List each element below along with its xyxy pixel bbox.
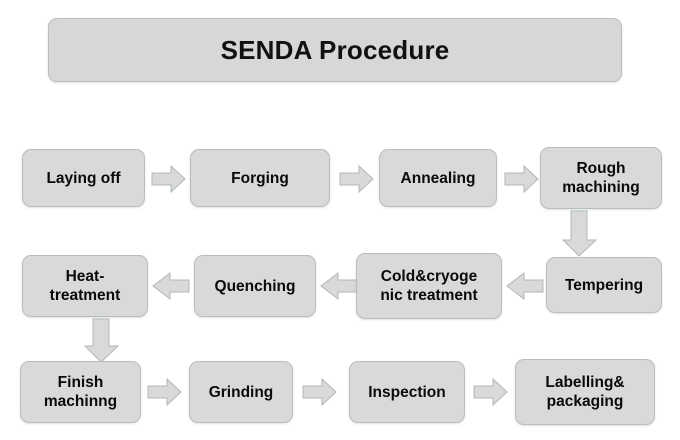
node-labelling-packaging[interactable]: Labelling& packaging [515, 359, 655, 425]
arrow-rough-machining-to-tempering [561, 210, 599, 257]
diagram-title-box: SENDA Procedure [48, 18, 622, 82]
node-forging[interactable]: Forging [190, 149, 330, 207]
arrow-quenching-to-heat-treatment [152, 271, 190, 301]
arrow-grinding-to-inspection [302, 377, 337, 407]
node-finish-machining[interactable]: Finish machinng [20, 361, 141, 423]
arrow-annealing-to-rough-machining [504, 164, 539, 194]
arrow-tempering-to-cold-cryogenic [506, 271, 544, 301]
node-label: Cold&cryoge nic treatment [380, 268, 478, 304]
node-label: Labelling& packaging [545, 374, 625, 410]
node-quenching[interactable]: Quenching [194, 255, 316, 317]
node-rough-machining[interactable]: Rough machining [540, 147, 662, 209]
arrow-heat-treatment-to-finish-machining [83, 318, 121, 363]
arrow-inspection-to-labelling [473, 377, 508, 407]
node-laying-off[interactable]: Laying off [22, 149, 145, 207]
arrow-finish-machining-to-grinding [147, 377, 182, 407]
node-label: Tempering [564, 276, 644, 294]
node-grinding[interactable]: Grinding [189, 361, 293, 423]
node-label: Heat- treatment [49, 268, 121, 304]
node-heat-treatment[interactable]: Heat- treatment [22, 255, 148, 317]
node-label: Laying off [46, 169, 121, 187]
node-label: Quenching [214, 277, 296, 295]
node-tempering[interactable]: Tempering [546, 257, 662, 313]
arrow-cold-cryogenic-to-quenching [320, 271, 358, 301]
node-label: Inspection [368, 383, 446, 401]
arrow-laying-off-to-forging [151, 164, 186, 194]
node-label: Finish machinng [43, 374, 118, 410]
node-label: Rough machining [562, 160, 640, 196]
node-label: Annealing [400, 169, 476, 187]
node-label: Forging [231, 169, 289, 187]
node-inspection[interactable]: Inspection [349, 361, 465, 423]
node-cold-cryogenic-treatment[interactable]: Cold&cryoge nic treatment [356, 253, 502, 319]
node-label: Grinding [208, 383, 274, 401]
node-annealing[interactable]: Annealing [379, 149, 497, 207]
diagram-title: SENDA Procedure [220, 34, 450, 65]
arrow-forging-to-annealing [339, 164, 374, 194]
